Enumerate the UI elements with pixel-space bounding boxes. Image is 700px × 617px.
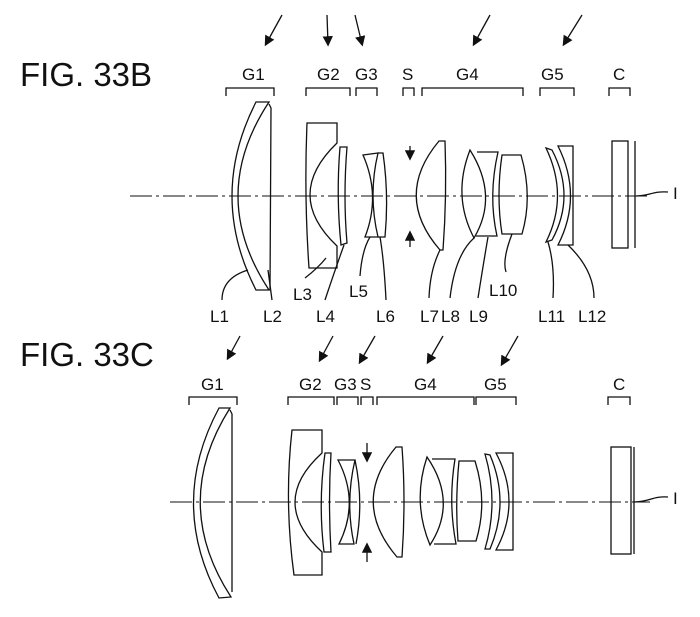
group-label-g4: G4 — [414, 375, 437, 394]
group-label-s: S — [402, 65, 413, 84]
lens-label-l11: L11 — [538, 307, 565, 326]
lens-label-l6: L6 — [376, 307, 395, 326]
group-brackets — [225, 87, 631, 96]
image-plane-label: I — [673, 489, 678, 508]
group-label-c: C — [613, 375, 625, 394]
lens-label-l2: L2 — [263, 307, 282, 326]
movement-arrows — [226, 335, 519, 367]
image-plane-label: I — [673, 184, 678, 203]
figure-33c: FIG. 33C G1 G2 G3 S G4 G5 C — [20, 335, 678, 599]
group-brackets — [188, 396, 631, 405]
lens-label-l12: L12 — [578, 307, 606, 326]
group-label-g2: G2 — [317, 65, 340, 84]
group-label-g3: G3 — [334, 375, 357, 394]
lens-label-l9: L9 — [469, 307, 488, 326]
group-label-g5: G5 — [541, 65, 564, 84]
lens-label-l1: L1 — [210, 307, 229, 326]
figure-title: FIG. 33B — [20, 56, 152, 93]
group-labels: G1 G2 G3 S G4 G5 C — [242, 65, 625, 84]
group-labels: G1 G2 G3 S G4 G5 C — [201, 375, 625, 394]
image-plane-leader — [635, 191, 669, 197]
lens-label-l3: L3 — [293, 285, 312, 304]
lens-label-l8: L8 — [441, 307, 460, 326]
group-label-s: S — [360, 375, 371, 394]
figure-title: FIG. 33C — [20, 336, 154, 373]
lens-labels: L1 L2 L3 L4 L5 L6 L7 L8 L9 L10 L11 L12 — [210, 281, 606, 326]
group-label-g5: G5 — [484, 375, 507, 394]
figure-33b: FIG. 33B G1 G2 G3 S G4 G5 C — [20, 14, 678, 326]
group-label-g3: G3 — [355, 65, 378, 84]
group-label-g2: G2 — [299, 375, 322, 394]
lens-elements — [231, 101, 636, 291]
lens-label-l7: L7 — [420, 307, 439, 326]
lens-label-l5: L5 — [349, 282, 368, 301]
group-label-g4: G4 — [456, 65, 479, 84]
group-label-c: C — [613, 65, 625, 84]
movement-arrows — [264, 14, 583, 47]
lens-elements — [192, 407, 635, 599]
lens-leaders — [221, 233, 595, 301]
lens-label-l4: L4 — [316, 307, 335, 326]
group-label-g1: G1 — [242, 65, 265, 84]
image-plane-leader — [632, 496, 669, 503]
lens-label-l10: L10 — [489, 281, 517, 300]
group-label-g1: G1 — [201, 375, 224, 394]
